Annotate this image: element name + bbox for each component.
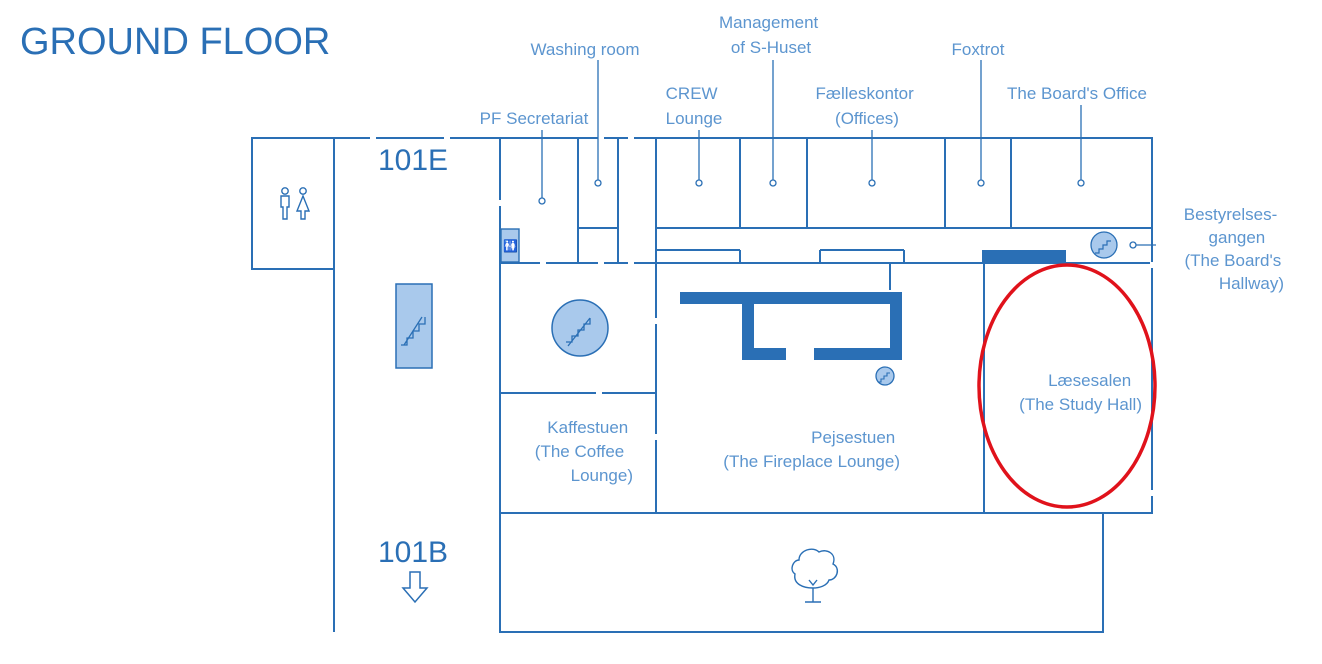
label-washing-room: Washing room <box>531 40 640 59</box>
label-management: Management of S-Huset <box>719 13 823 57</box>
central-stairs[interactable] <box>551 299 609 357</box>
fireplace-bar <box>680 292 902 360</box>
restroom-block[interactable] <box>251 137 335 270</box>
stairs-icon <box>566 317 591 347</box>
arrow-down-icon <box>401 571 429 604</box>
label-foxtrot: Foxtrot <box>952 40 1005 59</box>
stairs-icon <box>401 316 426 346</box>
study-hall-bar <box>982 250 1066 262</box>
stairs-icon-fireplace[interactable] <box>875 366 895 386</box>
stairs-icon-hallway[interactable] <box>1090 231 1118 259</box>
label-boards-office: The Board's Office <box>1007 84 1147 103</box>
small-restroom[interactable]: 🚻 <box>500 228 520 263</box>
label-kaffestuen: Kaffestuen (The Coffee Lounge) <box>535 418 633 485</box>
tree-icon <box>791 548 839 603</box>
garden-outline <box>499 512 1104 633</box>
corridor-label-101b: 101B <box>378 536 448 569</box>
svg-text:🚻: 🚻 <box>503 239 518 253</box>
label-pejsestuen: Pejsestuen (The Fireplace Lounge) <box>723 428 900 471</box>
label-pf-secretariat: PF Secretariat <box>480 109 589 128</box>
floor-title: GROUND FLOOR <box>20 21 330 63</box>
label-faelleskontor: Fælleskontor (Offices) <box>816 84 919 128</box>
corridor-stairs[interactable] <box>395 283 433 369</box>
corridor-label-101e: 101E <box>378 144 448 177</box>
label-crew-lounge: CREW Lounge <box>666 84 723 128</box>
highlight-circle <box>977 263 1157 509</box>
label-bestyrelsesgangen: Bestyrelses- gangen (The Board's Hallway… <box>1184 205 1286 293</box>
label-laesesalen: Læsesalen (The Study Hall) <box>1019 371 1142 414</box>
restroom-icon <box>280 187 311 220</box>
